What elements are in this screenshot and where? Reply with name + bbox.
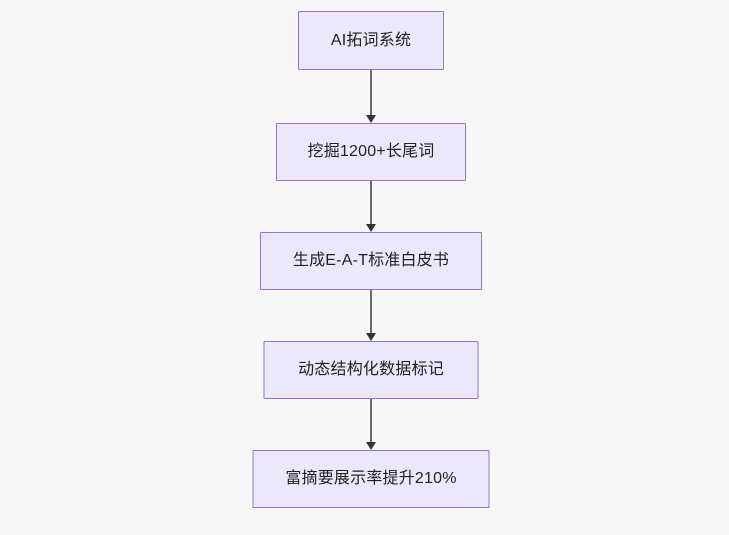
edge-line (370, 70, 372, 115)
arrowhead-icon (366, 442, 376, 450)
flowchart-node-label: 生成E-A-T标准白皮书 (292, 252, 450, 270)
edge-node1-to-node2 (361, 70, 381, 123)
edge-node4-to-node5 (361, 399, 381, 450)
flowchart-node-1[interactable]: AI拓词系统 (298, 11, 444, 70)
edge-node3-to-node4 (361, 290, 381, 341)
flowchart-node-label: 动态结构化数据标记 (298, 361, 444, 379)
edge-node2-to-node3 (361, 181, 381, 232)
arrowhead-icon (366, 115, 376, 123)
arrowhead-icon (366, 333, 376, 341)
flowchart-node-5[interactable]: 富摘要展示率提升210% (252, 450, 490, 508)
flowchart-node-label: AI拓词系统 (330, 31, 412, 49)
flowchart-node-2[interactable]: 挖掘1200+长尾词 (276, 123, 466, 181)
edge-line (370, 181, 372, 224)
flowchart-node-label: 挖掘1200+长尾词 (307, 143, 435, 161)
flowchart-node-label: 富摘要展示率提升210% (285, 470, 457, 488)
flowchart-node-3[interactable]: 生成E-A-T标准白皮书 (260, 232, 482, 290)
flowchart-node-4[interactable]: 动态结构化数据标记 (263, 341, 479, 399)
edge-line (370, 399, 372, 442)
arrowhead-icon (366, 224, 376, 232)
edge-line (370, 290, 372, 333)
